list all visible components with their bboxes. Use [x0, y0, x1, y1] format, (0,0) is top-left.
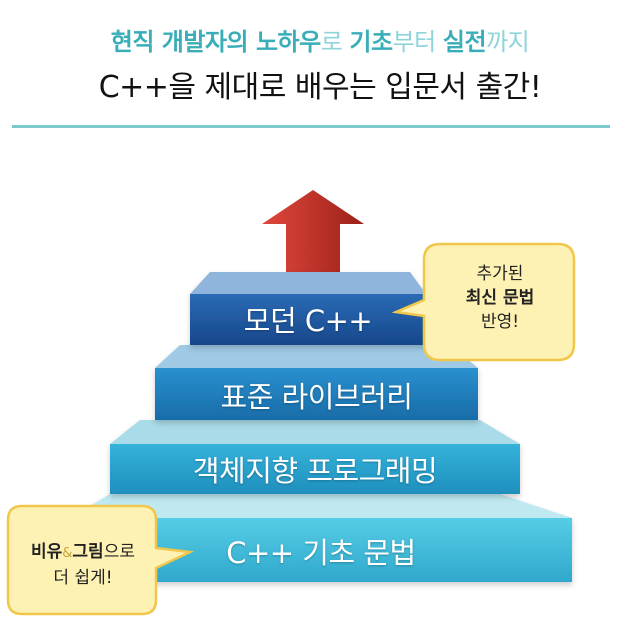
up-arrow-icon — [262, 190, 364, 272]
callout-line-3: 반영! — [480, 312, 520, 332]
callout-new-syntax — [391, 242, 576, 362]
step-label-oop: 객체지향 프로그래밍 — [192, 454, 438, 488]
headline-seg-1: 현직 개발자의 노하우 — [110, 28, 321, 56]
step-oop — [110, 420, 520, 494]
step-modern-cpp — [190, 272, 426, 345]
step-label-cpp-basics: C++ 기초 문법 — [226, 536, 416, 570]
headline-seg-6: 까지 — [486, 28, 530, 56]
callout-analogy-line-2: 더 쉽게! — [53, 568, 113, 588]
callout-new-syntax-text: 추가된 최신 문법 반영! — [428, 262, 572, 334]
callout-analogy-text: 비유&그림으로 더 쉽게! — [8, 540, 158, 590]
headline-seg-5: 실전 — [442, 28, 487, 56]
divider — [12, 125, 610, 128]
callout-line-1: 추가된 — [476, 264, 524, 284]
callout-analogy-line-1: 비유&그림으로 — [31, 542, 135, 562]
step-standard-library — [155, 345, 478, 420]
headline-seg-2: 로 — [320, 28, 350, 56]
headline-seg-3: 기초 — [349, 28, 393, 56]
headline-seg-4: 부터 — [392, 28, 443, 56]
callout-line-2: 최신 문법 — [465, 288, 535, 308]
headline-line-1: 현직 개발자의 노하우로 기초부터 실전까지 — [0, 22, 640, 57]
step-cpp-basics — [70, 494, 572, 582]
step-label-standard-library: 표준 라이브러리 — [220, 380, 413, 414]
callout-analogy — [6, 504, 195, 616]
step-label-modern-cpp: 모던 C++ — [243, 304, 373, 338]
headline-line-2: C++을 제대로 배우는 입문서 출간! — [98, 70, 542, 105]
